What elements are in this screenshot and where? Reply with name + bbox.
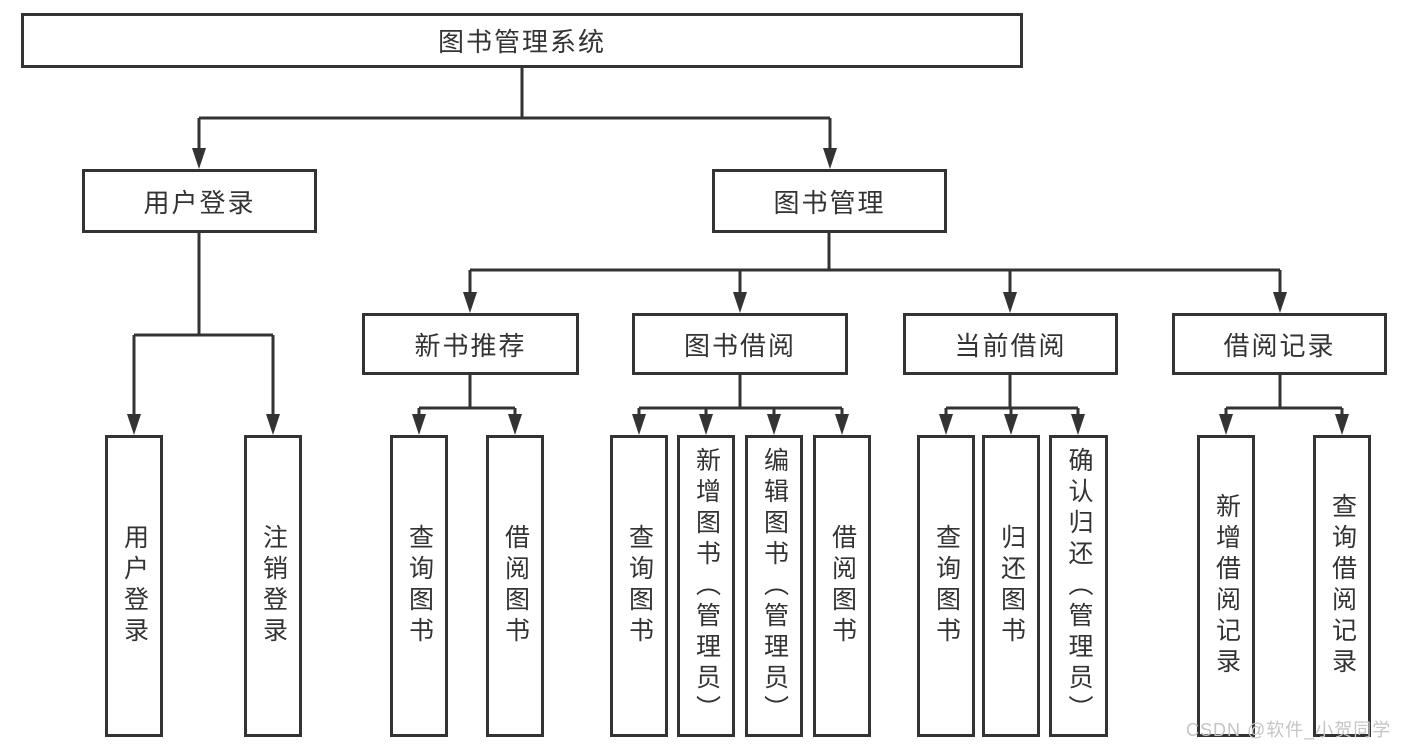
- leaf-borrow-book-recommend-label: 借阅图书: [501, 524, 530, 648]
- leaf-add-book-admin: 新增图书（管理员）: [677, 435, 735, 737]
- leaf-search-book-borrow: 查询图书: [610, 435, 668, 737]
- leaf-search-book-current-label: 查询图书: [932, 524, 961, 648]
- node-current-borrow-label: 当前借阅: [954, 330, 1067, 361]
- leaf-search-book-borrow-label: 查询图书: [625, 524, 654, 648]
- leaf-logout-label: 注销登录: [259, 524, 288, 648]
- leaf-borrow-book-label: 借阅图书: [828, 524, 857, 648]
- node-root: 图书管理系统: [21, 13, 1023, 68]
- node-book-management-label: 图书管理: [773, 187, 886, 218]
- leaf-return-book-label: 归还图书: [997, 524, 1026, 648]
- leaf-add-borrow-record-label: 新增借阅记录: [1212, 493, 1241, 679]
- leaf-borrow-book: 借阅图书: [813, 435, 871, 737]
- node-borrow-records-label: 借阅记录: [1223, 330, 1336, 361]
- node-new-book-recommend: 新书推荐: [362, 313, 579, 375]
- node-new-book-recommend-label: 新书推荐: [414, 330, 527, 361]
- node-borrow-records: 借阅记录: [1172, 313, 1387, 375]
- leaf-add-borrow-record: 新增借阅记录: [1197, 435, 1255, 737]
- leaf-confirm-return-admin-label: 确认归还（管理员）: [1065, 446, 1093, 726]
- leaf-borrow-book-recommend: 借阅图书: [486, 435, 544, 737]
- node-user-login: 用户登录: [82, 169, 317, 233]
- node-book-borrow: 图书借阅: [632, 313, 848, 375]
- leaf-edit-book-admin: 编辑图书（管理员）: [745, 435, 803, 737]
- node-book-management: 图书管理: [712, 169, 947, 233]
- leaf-add-book-admin-label: 新增图书（管理员）: [692, 446, 721, 726]
- leaf-logout: 注销登录: [244, 435, 302, 737]
- node-book-borrow-label: 图书借阅: [683, 330, 796, 361]
- node-root-label: 图书管理系统: [437, 27, 606, 57]
- node-user-login-label: 用户登录: [143, 187, 256, 218]
- leaf-search-borrow-record-label: 查询借阅记录: [1328, 493, 1357, 679]
- leaf-return-book: 归还图书: [982, 435, 1040, 737]
- leaf-search-book-recommend-label: 查询图书: [405, 524, 434, 648]
- leaf-search-book-current: 查询图书: [917, 435, 975, 737]
- leaf-search-book-recommend: 查询图书: [390, 435, 448, 737]
- leaf-search-borrow-record: 查询借阅记录: [1313, 435, 1371, 737]
- leaf-edit-book-admin-label: 编辑图书（管理员）: [760, 446, 789, 726]
- leaf-confirm-return-admin: 确认归还（管理员）: [1049, 435, 1108, 737]
- leaf-user-login-label: 用户登录: [120, 524, 149, 648]
- leaf-user-login: 用户登录: [105, 435, 163, 737]
- node-current-borrow: 当前借阅: [903, 313, 1118, 375]
- csdn-watermark: CSDN @软件_小贺同学: [1186, 720, 1392, 740]
